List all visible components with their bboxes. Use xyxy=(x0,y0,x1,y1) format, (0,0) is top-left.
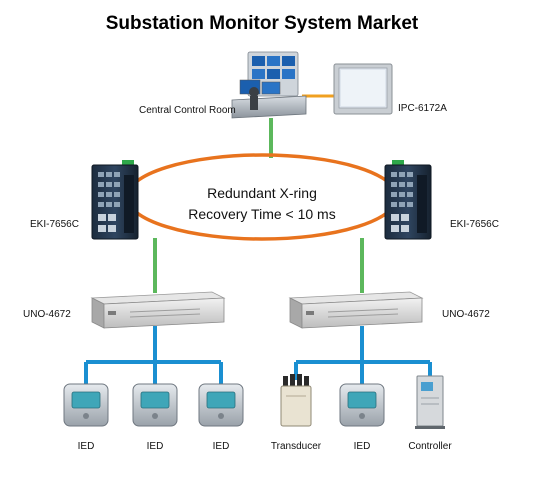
ipc-label: IPC-6172A xyxy=(398,103,447,114)
rack-computer-icon xyxy=(288,291,424,329)
ring-recovery-time: Recovery Time < 10 ms xyxy=(188,206,335,222)
diagram-title: Substation Monitor System Market xyxy=(106,13,419,34)
control-room-label: Central Control Room xyxy=(139,105,236,116)
ied1-label: IED xyxy=(78,441,95,452)
controller-cabinet-icon xyxy=(415,375,445,429)
industrial-switch-icon xyxy=(384,160,432,240)
controller-label: Controller xyxy=(408,441,452,452)
transducer-label: Transducer xyxy=(271,441,322,452)
panel-pc-icon xyxy=(333,63,393,115)
ring-title: Redundant X-ring xyxy=(207,185,317,201)
right-uno-label: UNO-4672 xyxy=(442,309,490,320)
right-switch-label: EKI-7656C xyxy=(450,219,499,230)
ied-device-icon xyxy=(132,383,178,427)
ied4-label: IED xyxy=(354,441,371,452)
transducer-icon xyxy=(280,374,312,427)
left-switch-label: EKI-7656C xyxy=(30,219,79,230)
ied3-label: IED xyxy=(213,441,230,452)
ied-device-icon xyxy=(198,383,244,427)
connections xyxy=(84,94,432,384)
control-console-icon xyxy=(231,51,307,119)
ied-device-icon xyxy=(63,383,109,427)
rack-computer-icon xyxy=(90,291,226,329)
industrial-switch-icon xyxy=(91,160,139,240)
left-uno-label: UNO-4672 xyxy=(23,309,71,320)
ied-device-icon xyxy=(339,383,385,427)
ied2-label: IED xyxy=(147,441,164,452)
